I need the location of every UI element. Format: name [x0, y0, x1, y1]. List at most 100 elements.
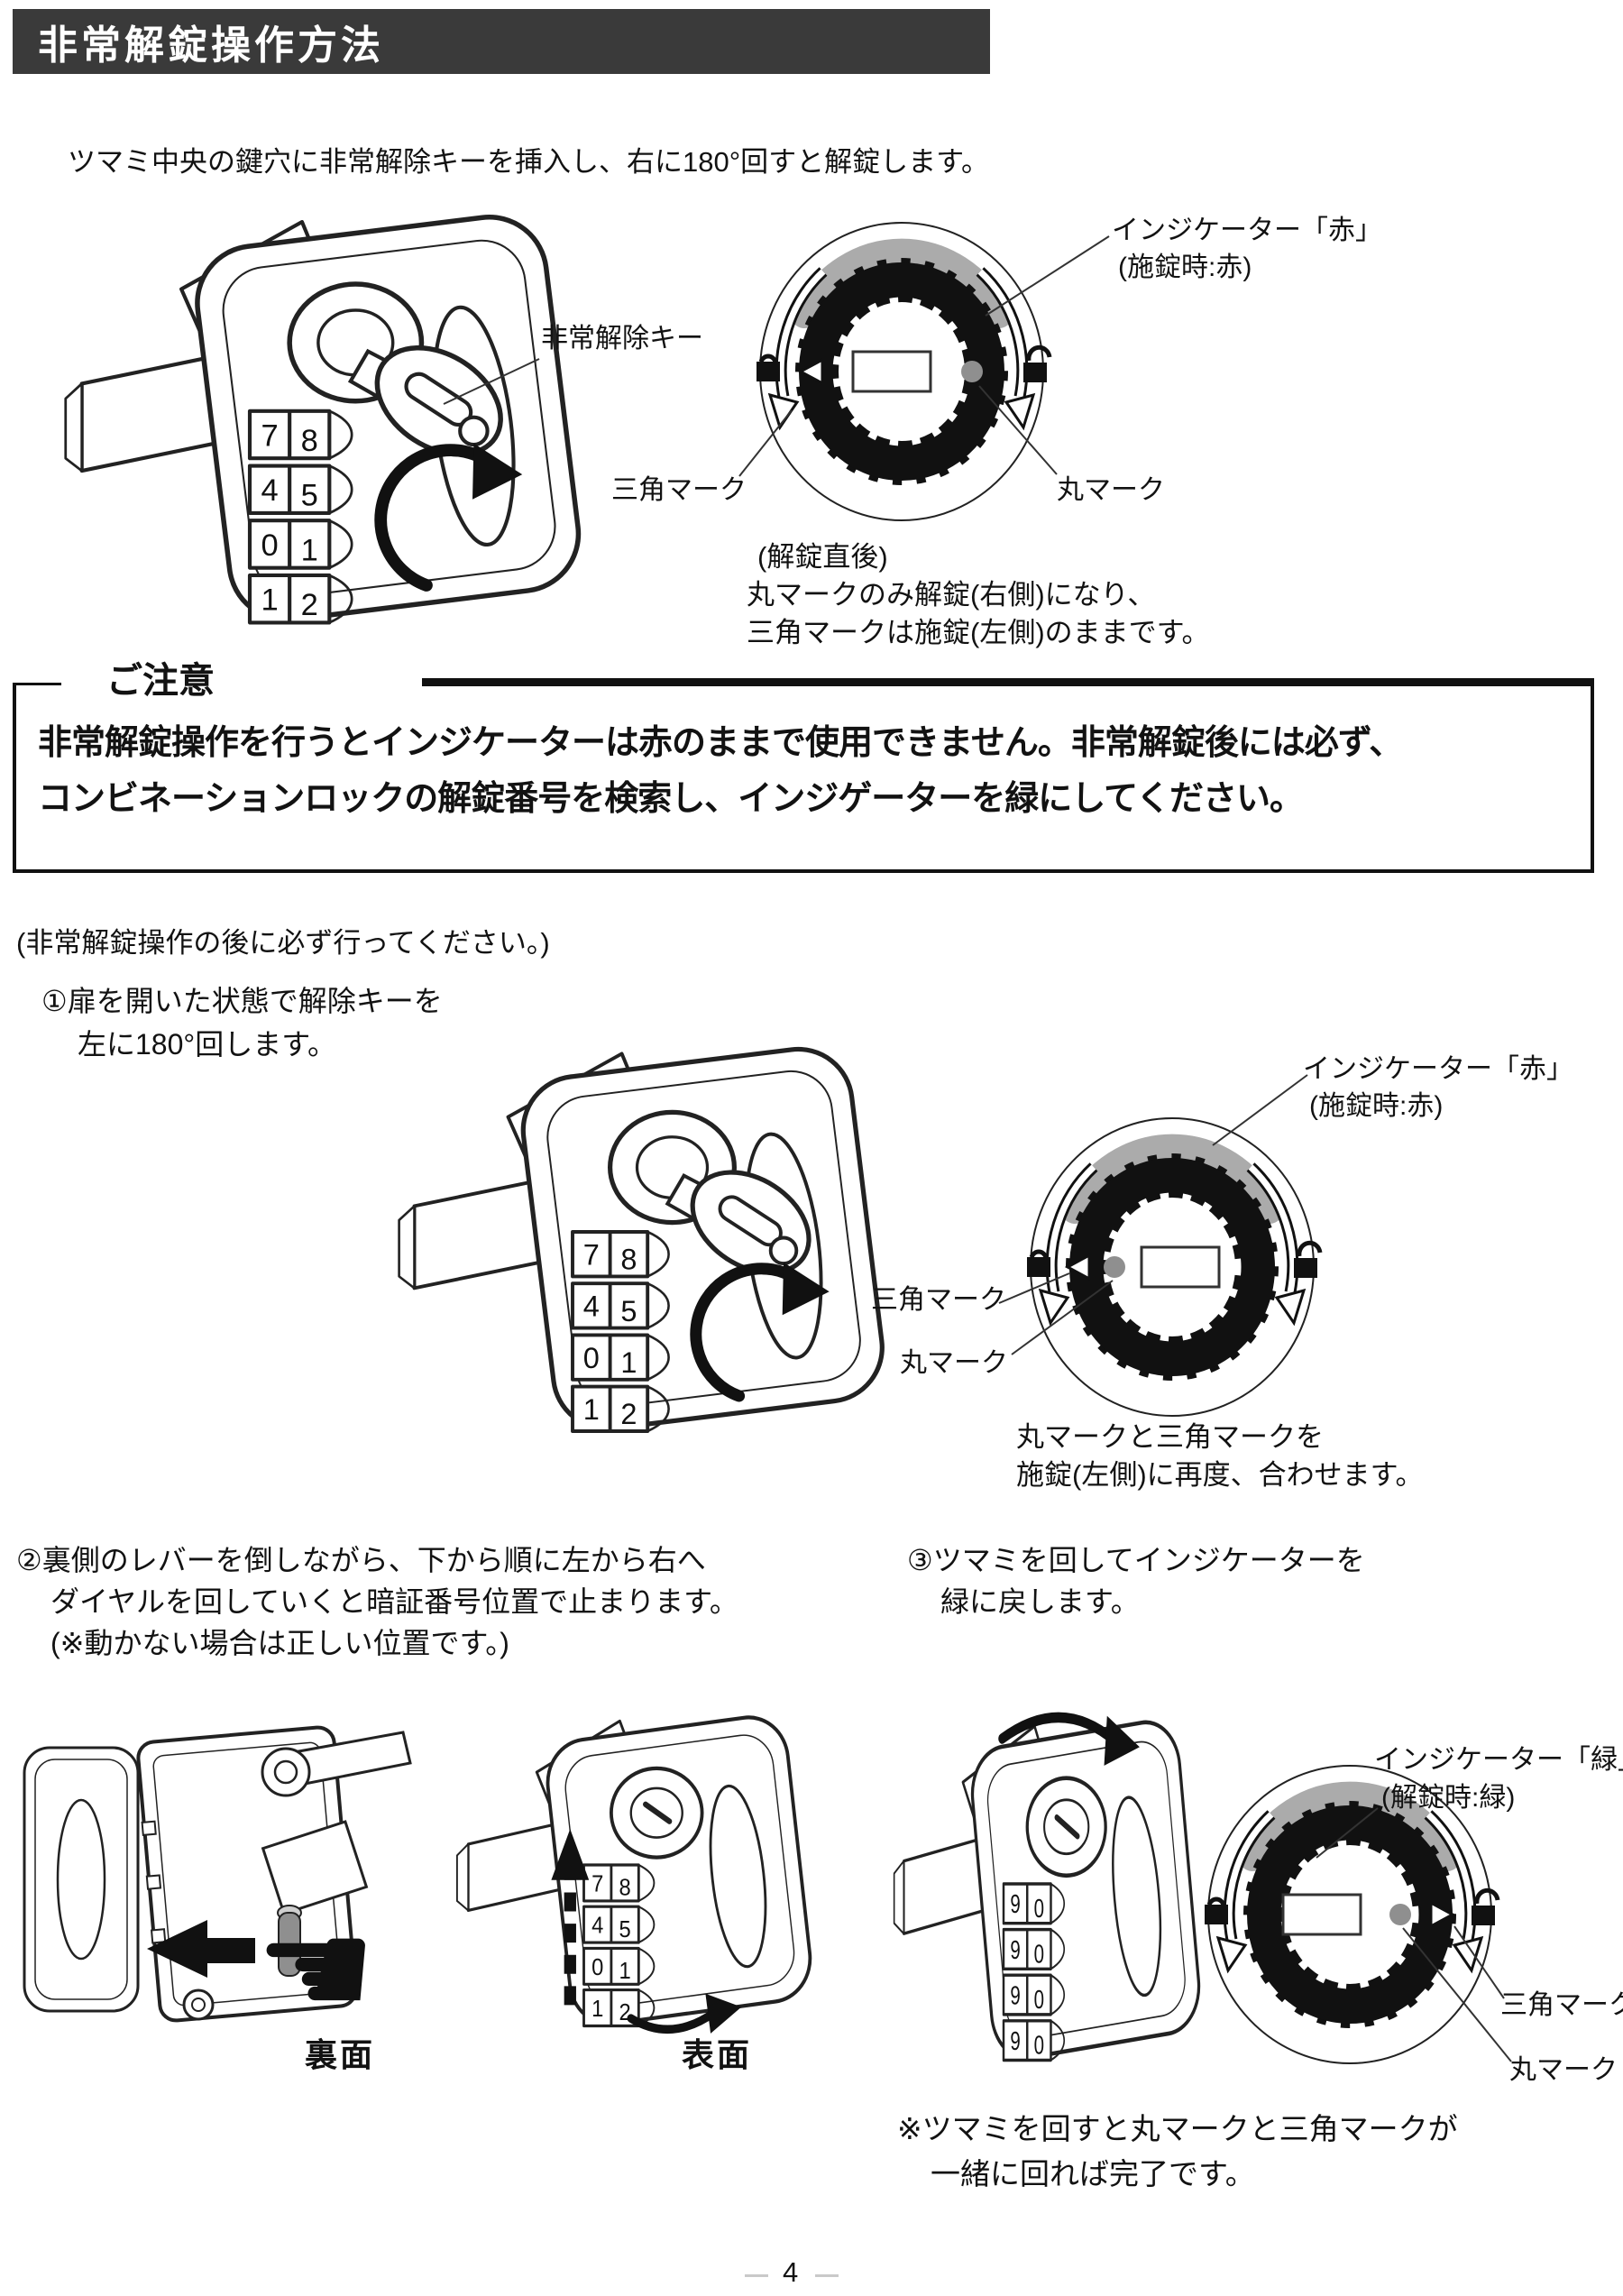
plate-slot	[56, 1798, 106, 1961]
svg-text:0: 0	[591, 1954, 603, 1980]
svg-text:4: 4	[583, 1290, 600, 1323]
svg-text:1: 1	[583, 1393, 600, 1426]
leader-d2-triangle	[998, 1272, 1070, 1304]
circle-mark	[961, 361, 983, 382]
d3-triangle-label: 三角マーク	[1500, 1990, 1623, 2020]
notice-box-bottom	[13, 869, 1594, 873]
d3-circle-label: 丸マーク	[1509, 2055, 1618, 2085]
notice-line-1: 非常解錠操作を行うとインジケーターは赤のままで使用できません。非常解錠後には必ず…	[38, 724, 1403, 762]
turn-arrow-cw-top	[998, 1712, 1140, 1766]
svg-text:7: 7	[583, 1238, 600, 1271]
notice-box-top-thick	[422, 678, 1594, 686]
circle-mark	[1389, 1904, 1411, 1925]
leader-d2-circle	[1011, 1280, 1114, 1355]
svg-text:4: 4	[591, 1913, 603, 1939]
svg-text:7: 7	[261, 418, 278, 453]
leader-d2-indicator	[1212, 1074, 1308, 1146]
page-number-dash-left	[745, 2274, 768, 2277]
svg-text:9: 9	[1010, 1981, 1020, 2010]
d1-caption-3: 三角マークは施錠(左側)のままです。	[747, 617, 1210, 648]
d3-note-1: ※ツマミを回すと丸マークと三角マークが	[897, 2112, 1458, 2145]
d1-indicator-label: インジケーター「赤」	[1112, 216, 1382, 245]
d2-indicator-sub: (施錠時:赤)	[1309, 1091, 1444, 1121]
notice-box-top-left	[13, 683, 61, 685]
svg-text:0: 0	[583, 1342, 600, 1374]
svg-text:8: 8	[301, 424, 318, 458]
svg-text:0: 0	[1034, 1894, 1044, 1923]
leader-d1-indicator	[985, 235, 1110, 317]
lock-illustration-back: ☚	[23, 1725, 412, 2044]
dial-direction-arrow-up	[551, 1829, 590, 2006]
leader-d3-indicator	[1316, 1807, 1379, 1859]
d3-indicator-sub: (解錠時:緑)	[1381, 1783, 1516, 1813]
notice-box-right	[1591, 683, 1594, 873]
dial-diagram-1	[756, 223, 1050, 520]
svg-text:7: 7	[591, 1870, 603, 1896]
svg-text:8: 8	[620, 1244, 637, 1276]
push-arrow-left	[147, 1920, 255, 1978]
step1-line-1: ①扉を開いた状態で解除キーを	[41, 985, 443, 1017]
triangle-mark	[797, 357, 824, 386]
code-window	[1140, 1245, 1221, 1289]
turn-arrow-ccw	[374, 443, 523, 592]
turn-arrow-ccw	[690, 1262, 830, 1402]
notice-line-2: コンビネーションロックの解錠番号を検索し、インジゲーターを緑にしてください。	[38, 780, 1304, 818]
svg-text:1: 1	[261, 583, 278, 618]
dial-diagram-3	[1205, 1766, 1498, 2063]
notice-box-left	[13, 683, 16, 873]
svg-text:1: 1	[301, 533, 318, 567]
svg-text:8: 8	[619, 1875, 630, 1901]
svg-text:5: 5	[619, 1916, 630, 1942]
svg-text:0: 0	[1034, 1986, 1044, 2015]
page-number: 4	[783, 2256, 799, 2288]
svg-text:9: 9	[1010, 1890, 1020, 1919]
triangle-mark	[1064, 1253, 1091, 1281]
step3-line-1: ③ツマミを回してインジケーターを	[907, 1544, 1365, 1576]
step3-line-2: 緑に戻します。	[940, 1585, 1140, 1618]
notice-label: ご注意	[90, 660, 231, 703]
leader-d3-triangle	[1453, 1925, 1505, 1999]
d1-caption-2: 丸マークのみ解錠(右側)になり、	[747, 579, 1156, 611]
d1-triangle-label: 三角マーク	[611, 475, 747, 505]
svg-text:5: 5	[301, 479, 318, 513]
dial-diagram-2	[1027, 1118, 1320, 1416]
svg-text:0: 0	[261, 528, 278, 563]
svg-text:1: 1	[620, 1346, 637, 1379]
back-side-label: 裏面	[305, 2036, 376, 2073]
leader-d1-circle	[978, 385, 1058, 475]
front-side-label: 表面	[682, 2036, 753, 2073]
section-title-bar: 非常解錠操作方法	[13, 9, 990, 74]
page-number-dash-right	[815, 2274, 839, 2277]
d1-indicator-sub: (施錠時:赤)	[1118, 253, 1252, 282]
d2-circle-label: 丸マーク	[900, 1348, 1008, 1378]
svg-text:0: 0	[1034, 1940, 1044, 1969]
step2-line-3: (※動かない場合は正しい位置です。)	[50, 1627, 509, 1659]
leader-emergency-key	[443, 358, 540, 405]
page-title: 非常解錠操作方法	[38, 23, 384, 68]
screw-shaft	[278, 1912, 301, 1977]
svg-text:2: 2	[620, 1398, 637, 1430]
triangle-mark	[1429, 1900, 1456, 1929]
code-window	[1281, 1893, 1362, 1936]
knob-keyway	[643, 1801, 673, 1824]
d3-note-2: 一緒に回れば完了です。	[931, 2157, 1255, 2190]
d2-caption-2: 施錠(左側)に再度、合わせます。	[1016, 1459, 1424, 1491]
step2-line-2: ダイヤルを回していくと暗証番号位置で止まります。	[50, 1585, 738, 1618]
intro-text: ツマミ中央の鍵穴に非常解除キーを挿入し、右に180°回すと解錠します。	[68, 146, 990, 178]
d3-indicator-label: インジケーター「緑」	[1374, 1745, 1623, 1775]
svg-text:9: 9	[1010, 2027, 1020, 2056]
latch-block	[261, 1820, 369, 1915]
after-notice-text: (非常解錠操作の後に必ず行ってください。)	[16, 927, 550, 959]
d1-circle-label: 丸マーク	[1057, 475, 1165, 505]
leader-d1-triangle	[738, 409, 793, 477]
